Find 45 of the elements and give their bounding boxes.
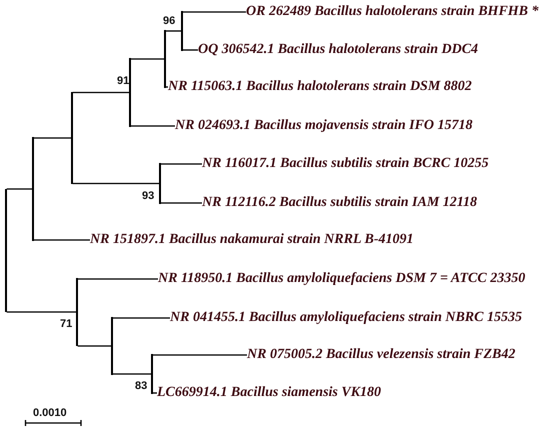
branch-line [78, 345, 112, 347]
scale-label: 0.0010 [33, 407, 67, 419]
tree-node-line [76, 278, 78, 346]
branch-line [182, 11, 246, 13]
taxon-label: NR 151897.1 Bacillus nakamurai strain NRRL B-41091 [90, 232, 414, 248]
taxon-label: NR 116017.1 Bacillus subtilis strain BCRC 10255 [202, 156, 489, 172]
taxon-label: NR 024693.1 Bacillus mojavensis strain IFO 15718 [175, 118, 473, 134]
taxon-label: OR 262489 Bacillus halotolerans strain BHFHB * [246, 4, 539, 20]
branch-line [72, 92, 130, 94]
taxon-label: NR 075005.2 Bacillus velezensis strain FZB42 [247, 347, 516, 363]
tree-node-line [5, 189, 7, 312]
branch-line [6, 188, 32, 190]
branch-line [130, 58, 164, 60]
branch-line [112, 317, 170, 319]
branch-line [160, 163, 202, 165]
tree-node-line [32, 137, 34, 241]
bootstrap-value: 83 [135, 380, 148, 392]
tree-node-line [151, 354, 153, 394]
taxon-label: NR 112116.2 Bacillus subtilis strain IAM 12118 [202, 195, 478, 211]
taxon-label: OQ 306542.1 Bacillus halotolerans strain DDC4 [198, 42, 478, 58]
taxon-label: NR 041455.1 Bacillus amyloliquefaciens strain NBRC 15535 [170, 310, 522, 326]
bootstrap-value: 96 [163, 15, 176, 27]
branch-line [72, 182, 160, 184]
tree-node-line [181, 11, 183, 51]
branch-line [166, 30, 182, 32]
taxon-label: LC669914.1 Bacillus siamensis VK180 [157, 385, 382, 401]
tree-node-line [129, 58, 131, 127]
bootstrap-value: 91 [117, 75, 130, 87]
branch-line [78, 278, 158, 280]
branch-line [182, 49, 198, 51]
branch-line [130, 125, 175, 127]
tree-node-line [71, 92, 73, 184]
branch-line [34, 137, 72, 139]
taxon-label: NR 118950.1 Bacillus amyloliquefaciens DSM 7 = ATCC 23350 [158, 271, 526, 287]
branch-line [6, 311, 76, 313]
branch-line [112, 373, 152, 375]
bootstrap-value: 93 [142, 190, 154, 202]
tree-node-line [111, 317, 113, 375]
taxon-label: NR 115063.1 Bacillus halotolerans strain DSM 8802 [168, 79, 472, 95]
tree-node-line [159, 163, 161, 204]
branch-line [160, 202, 202, 204]
branch-line [152, 354, 247, 356]
bootstrap-value: 71 [60, 318, 72, 330]
branch-line [34, 239, 90, 241]
tree-node-line [164, 30, 166, 88]
